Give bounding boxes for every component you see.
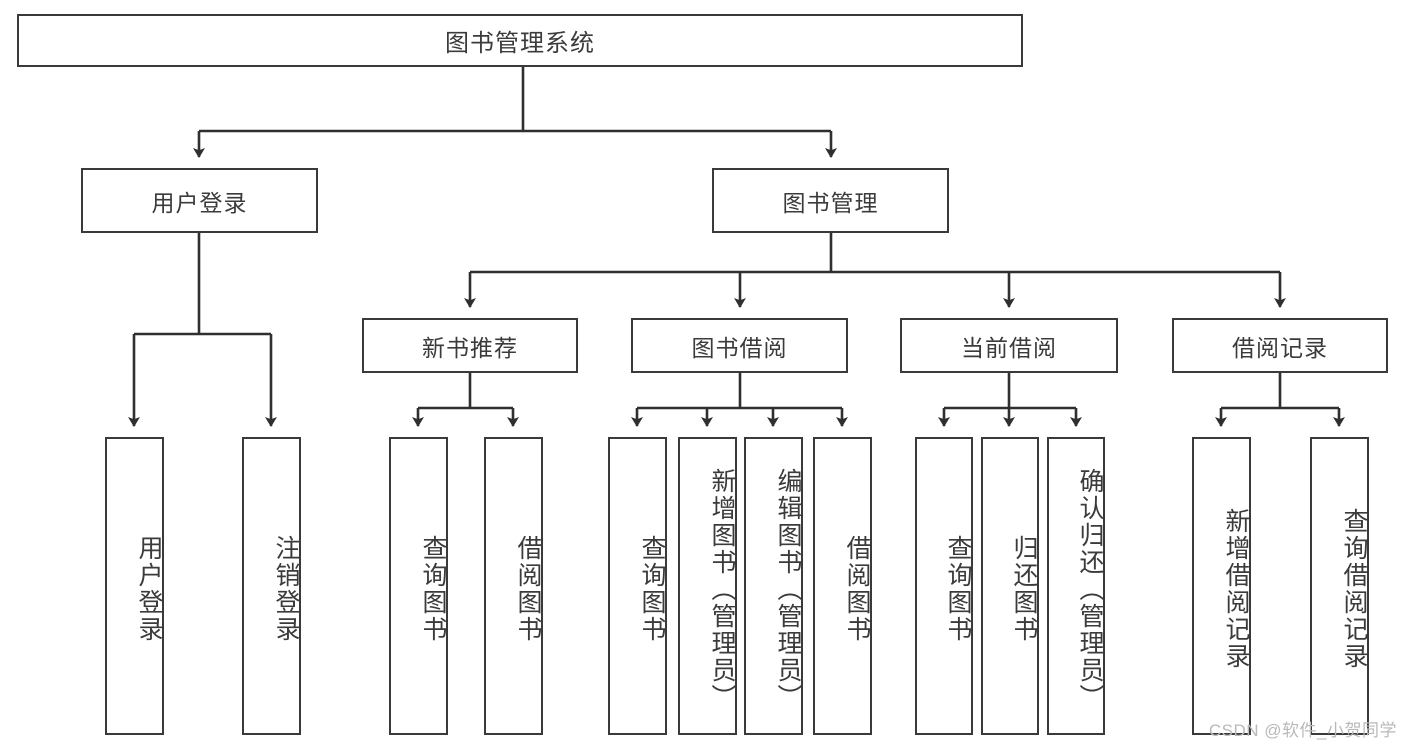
node-label: 图书借阅 [691, 334, 788, 361]
node-label: 查询图书 [419, 535, 447, 643]
node-leaf-query-book-3[interactable]: 查询图书 [915, 437, 973, 735]
node-leaf-borrow-book-2[interactable]: 借阅图书 [813, 437, 872, 735]
node-leaf-edit-book[interactable]: 编辑图书（管理员） [744, 437, 803, 735]
node-book-management-system[interactable]: 图书管理系统 [17, 14, 1023, 67]
node-leaf-add-borrow-record[interactable]: 新增借阅记录 [1192, 437, 1251, 735]
node-label: 图书管理 [782, 189, 879, 216]
node-label: 注销登录 [272, 535, 300, 643]
node-label: 新增图书（管理员） [708, 467, 736, 711]
node-leaf-borrow-book-1[interactable]: 借阅图书 [484, 437, 543, 735]
node-label: 借阅图书 [514, 535, 542, 643]
node-current-borrow[interactable]: 当前借阅 [900, 318, 1118, 373]
node-label: 查询借阅记录 [1340, 508, 1368, 670]
node-leaf-query-book-2[interactable]: 查询图书 [608, 437, 667, 735]
node-leaf-return-book[interactable]: 归还图书 [981, 437, 1039, 735]
node-label: 图书管理系统 [445, 30, 595, 57]
node-label: 用户登录 [151, 189, 248, 216]
node-book-management[interactable]: 图书管理 [712, 168, 949, 233]
node-borrow-record[interactable]: 借阅记录 [1172, 318, 1388, 373]
node-label: 借阅记录 [1232, 334, 1328, 361]
node-label: 确认归还（管理员） [1076, 467, 1104, 711]
node-new-book-recommend[interactable]: 新书推荐 [362, 318, 578, 373]
node-leaf-logout-login[interactable]: 注销登录 [242, 437, 301, 735]
node-leaf-confirm-return[interactable]: 确认归还（管理员） [1047, 437, 1105, 735]
node-book-borrow[interactable]: 图书借阅 [631, 318, 848, 373]
node-leaf-query-book-1[interactable]: 查询图书 [389, 437, 448, 735]
node-label: 当前借阅 [961, 334, 1057, 361]
node-label: 新增借阅记录 [1222, 508, 1250, 670]
node-label: 用户登录 [135, 535, 163, 643]
csdn-watermark: CSDN @软件_小贺同学 [1208, 721, 1397, 740]
node-label: 归还图书 [1010, 535, 1038, 643]
node-leaf-add-book[interactable]: 新增图书（管理员） [678, 437, 737, 735]
node-label: 查询图书 [638, 535, 666, 643]
node-user-login[interactable]: 用户登录 [81, 168, 318, 233]
node-label: 编辑图书（管理员） [774, 467, 802, 711]
node-label: 新书推荐 [422, 334, 518, 361]
node-leaf-query-borrow-record[interactable]: 查询借阅记录 [1310, 437, 1369, 735]
node-label: 查询图书 [944, 535, 972, 643]
node-leaf-user-login[interactable]: 用户登录 [105, 437, 164, 735]
node-label: 借阅图书 [843, 535, 871, 643]
